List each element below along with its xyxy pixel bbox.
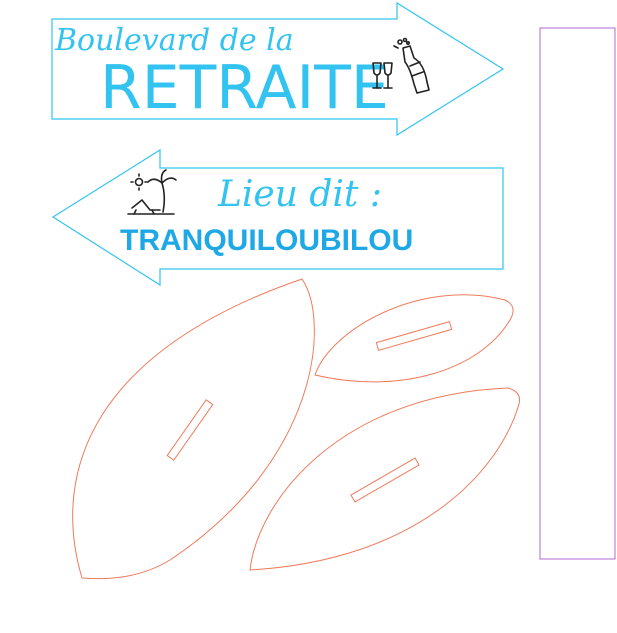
sign-bottom-line2: TRANQUILOUBILOU — [120, 224, 413, 257]
beach-palm-icon — [127, 169, 177, 215]
sign-top-outline — [51, 1, 505, 137]
sign-top-line2: RETRAITE — [100, 53, 389, 123]
leaf-medium-slot — [350, 457, 420, 503]
leaf-small — [314, 294, 514, 383]
sign-bottom: Lieu dit : TRANQUILOUBILOU — [51, 148, 504, 287]
champagne-icon — [372, 37, 430, 94]
cut-pieces — [72, 278, 520, 580]
leaf-large-slot — [166, 399, 214, 461]
sign-top-line1: Boulevard de la — [54, 23, 294, 58]
sign-bottom-outline — [51, 148, 504, 287]
leaf-small-slot — [375, 321, 453, 351]
leaf-medium — [249, 387, 520, 571]
leaf-large — [72, 278, 315, 580]
sign-top: Boulevard de la RETRAITE — [51, 1, 505, 137]
sign-bottom-line1: Lieu dit : — [217, 174, 382, 215]
vertical-strip — [539, 27, 616, 560]
